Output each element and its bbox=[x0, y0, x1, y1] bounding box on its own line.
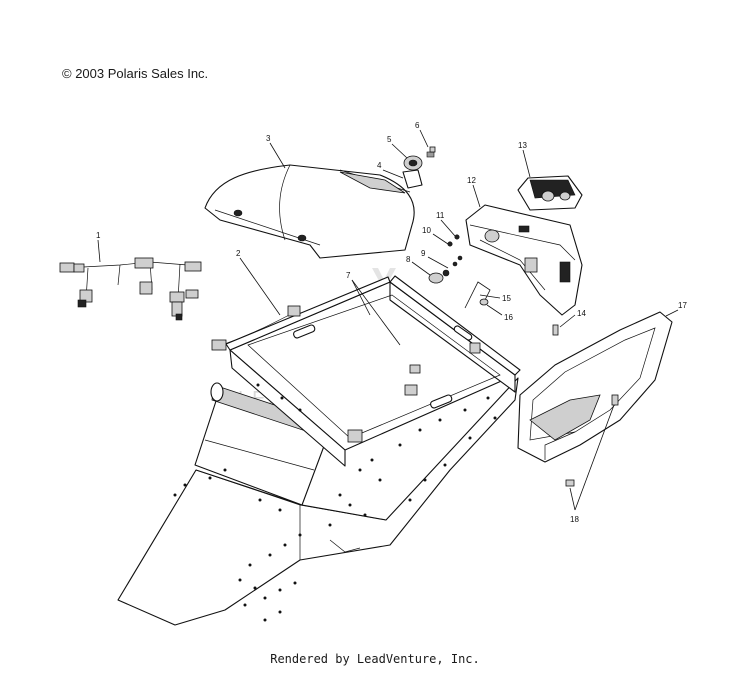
side-panel bbox=[517, 311, 673, 463]
tunnel-frame bbox=[117, 275, 521, 626]
wiring-harness bbox=[59, 257, 202, 321]
taillight bbox=[517, 175, 583, 211]
callout-7: 7 bbox=[346, 271, 351, 280]
callout-14: 14 bbox=[577, 309, 586, 318]
callout-3: 3 bbox=[266, 134, 271, 143]
callout-10: 10 bbox=[422, 226, 431, 235]
sub-harness bbox=[211, 305, 301, 351]
callout-15: 15 bbox=[502, 294, 511, 303]
rear-storage-housing bbox=[465, 204, 583, 316]
callout-11: 11 bbox=[436, 211, 445, 220]
callout-16: 16 bbox=[504, 313, 513, 322]
callout-5: 5 bbox=[387, 135, 392, 144]
callout-1: 1 bbox=[96, 231, 101, 240]
callout-2: 2 bbox=[236, 249, 241, 258]
callout-13: 13 bbox=[518, 141, 527, 150]
rendered-by-footer: Rendered by LeadVenture, Inc. bbox=[270, 652, 480, 666]
copyright-notice: © 2003 Polaris Sales Inc. bbox=[62, 66, 209, 81]
lock-assembly bbox=[402, 146, 436, 189]
screws bbox=[565, 394, 619, 487]
callout-18: 18 bbox=[570, 515, 579, 524]
callout-12: 12 bbox=[467, 176, 476, 185]
bracket-rod bbox=[464, 281, 491, 309]
callout-6: 6 bbox=[415, 121, 420, 130]
seat-cover bbox=[204, 164, 415, 259]
callout-9: 9 bbox=[421, 249, 426, 258]
callout-4: 4 bbox=[377, 161, 382, 170]
callout-17: 17 bbox=[678, 301, 687, 310]
callout-8: 8 bbox=[406, 255, 411, 264]
pin bbox=[552, 324, 559, 336]
callout-numbers: 1 2 3 4 5 6 7 8 9 10 11 12 13 14 15 16 1… bbox=[96, 121, 687, 524]
small-hardware bbox=[428, 234, 463, 284]
leader-lines bbox=[97, 129, 679, 511]
